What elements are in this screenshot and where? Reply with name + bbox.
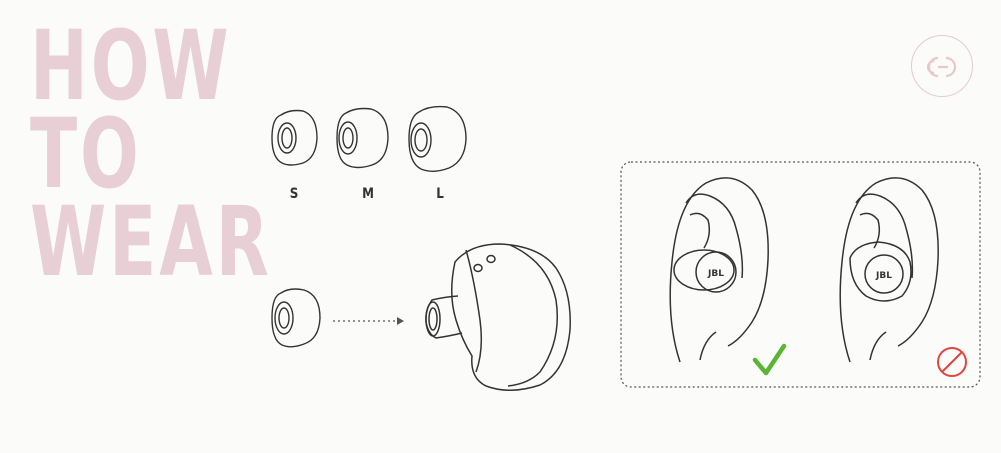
prohibited-icon [937, 347, 967, 377]
earbud-brand-correct: JBL [707, 269, 724, 279]
link-icon [926, 56, 957, 78]
size-label-medium: M [362, 186, 374, 202]
page-title: HOW TO WEAR [30, 10, 272, 298]
attach-arrow [333, 317, 404, 325]
fit-comparison-panel [620, 161, 981, 388]
ear-tip-medium[interactable] [336, 107, 389, 169]
title-line-wear: WEAR [30, 186, 272, 298]
earbud-brand-incorrect: JBL [875, 271, 892, 281]
ear-incorrect-fit: JBL [839, 177, 939, 363]
title-line-how: HOW [30, 10, 232, 122]
checkmark-icon [752, 343, 787, 376]
earbud [425, 243, 571, 391]
link-badge[interactable] [911, 35, 973, 97]
title-line-to: TO [30, 98, 142, 210]
ear-tip-small[interactable] [271, 109, 318, 166]
size-label-small: S [289, 186, 299, 202]
ear-tip-to-attach[interactable] [271, 288, 321, 348]
size-label-large: L [436, 186, 444, 202]
ear-correct-fit: JBL [669, 177, 769, 363]
ear-tip-large[interactable] [408, 105, 467, 172]
